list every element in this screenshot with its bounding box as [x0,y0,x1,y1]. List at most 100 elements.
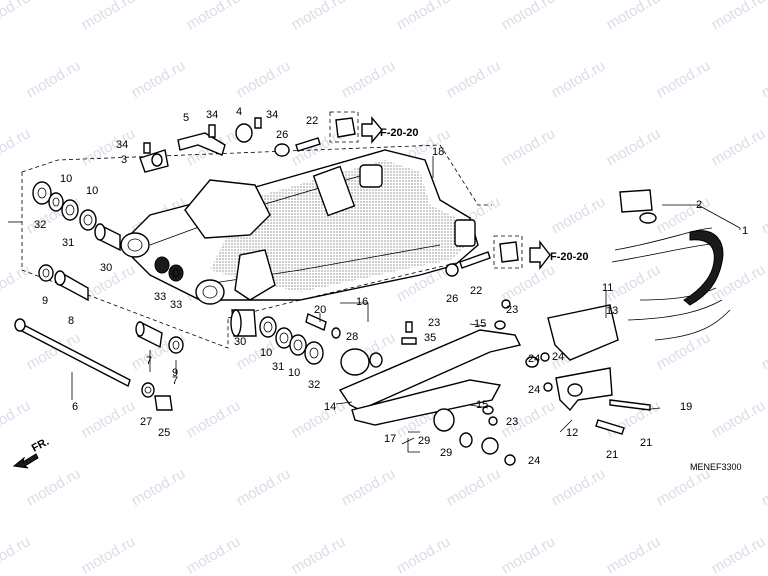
watermark-text: motod.ru [24,465,84,509]
reference-box-upper [329,111,383,144]
ref-label-upper[interactable]: F-20-20 [380,127,419,139]
callout-3: 3 [121,154,127,166]
callout-23: 23 [506,416,518,428]
callout-8: 8 [68,315,74,327]
callout-14: 14 [324,401,336,413]
callout-7: 7 [172,375,178,387]
callout-10: 10 [60,173,72,185]
callout-29: 29 [440,447,452,459]
watermark-text: motod.ru [184,0,244,33]
right-bearing-set [230,309,324,365]
watermark-text: motod.ru [129,465,189,509]
callout-32: 32 [308,379,320,391]
watermark-text: motod.ru [444,57,504,101]
ref-label-lower[interactable]: F-20-20 [550,251,589,263]
leader-lines [8,156,741,453]
callout-33: 33 [170,299,182,311]
callout-5: 5 [183,112,189,124]
watermark-text: motod.ru [654,57,714,101]
watermark-text: motod.ru [604,0,664,33]
callout-24: 24 [528,384,540,396]
callout-32: 32 [34,219,46,231]
callout-15: 15 [476,399,488,411]
watermark-text: motod.ru [184,533,244,576]
watermark-text: motod.ru [394,0,454,33]
watermark-text: motod.ru [0,397,33,441]
watermark-text: motod.ru [499,533,559,576]
watermark-text: motod.ru [289,0,349,33]
watermark-text: motod.ru [129,57,189,101]
callout-17: 17 [384,433,396,445]
callout-16: 16 [356,296,368,308]
watermark-text: motod.ru [234,465,294,509]
front-arrow-icon [12,453,39,469]
watermark-text: motod.ru [549,57,609,101]
callout-33: 33 [154,291,166,303]
left-bearing-set [32,181,184,282]
watermark-text: motod.ru [339,57,399,101]
callout-18: 18 [432,146,444,158]
watermark-text: motod.ru [0,261,33,305]
callout-15: 15 [474,318,486,330]
callout-34: 34 [206,109,218,121]
watermark-text: motod.ru [604,533,664,576]
callout-10: 10 [260,347,272,359]
callout-26: 26 [276,129,288,141]
chain-slider [338,329,522,466]
watermark-text: motod.ru [0,533,33,576]
watermark-text: motod.ru [79,125,139,169]
watermark-text: motod.ru [499,125,559,169]
callout-29: 29 [418,435,430,447]
callout-23: 23 [506,304,518,316]
fasteners [274,137,511,426]
callout-labels: 1234567789910101010111213141515161718192… [34,106,748,467]
callout-24: 24 [528,455,540,467]
callout-20: 20 [314,304,326,316]
callout-6: 6 [72,401,78,413]
watermark-text: motod.ru [759,193,768,237]
watermark-text: motod.ru [79,397,139,441]
callout-11: 11 [602,282,613,294]
callout-22: 22 [306,115,318,127]
watermark-text: motod.ru [499,0,559,33]
watermark-text: motod.ru [444,465,504,509]
watermark-text: motod.ru [24,57,84,101]
swingarm [119,149,479,305]
callout-26: 26 [446,293,458,305]
callout-25: 25 [158,427,170,439]
callout-13: 13 [606,305,618,317]
callout-28: 28 [346,331,358,343]
watermark-text: motod.ru [184,397,244,441]
chain-guide [525,304,651,435]
diagram-code: MENEF3300 [690,462,742,472]
pivot-parts [14,264,184,411]
callout-1: 1 [742,225,748,237]
watermark-text: motod.ru [289,533,349,576]
callout-4: 4 [236,106,242,118]
callout-23: 23 [428,317,440,329]
watermark-text: motod.ru [604,125,664,169]
watermark-text: motod.ru [759,465,768,509]
callout-35: 35 [424,332,436,344]
callout-9: 9 [42,295,48,307]
drive-chain [611,189,731,341]
front-indicator-label: FR. [30,436,51,455]
callout-22: 22 [470,285,482,297]
callout-21: 21 [606,449,618,461]
watermark-text: motod.ru [0,0,33,33]
watermark-text: motod.ru [499,261,559,305]
watermark-text: motod.ru [79,533,139,576]
watermark-text: motod.ru [709,0,768,33]
watermark-text: motod.ru [549,465,609,509]
reference-box-lower [493,235,551,271]
callout-10: 10 [288,367,300,379]
watermark-text: motod.ru [549,193,609,237]
callout-30: 30 [100,262,112,274]
watermark-text: motod.ru [759,57,768,101]
callout-7: 7 [146,355,152,367]
callout-30: 30 [234,336,246,348]
callout-31: 31 [62,237,74,249]
